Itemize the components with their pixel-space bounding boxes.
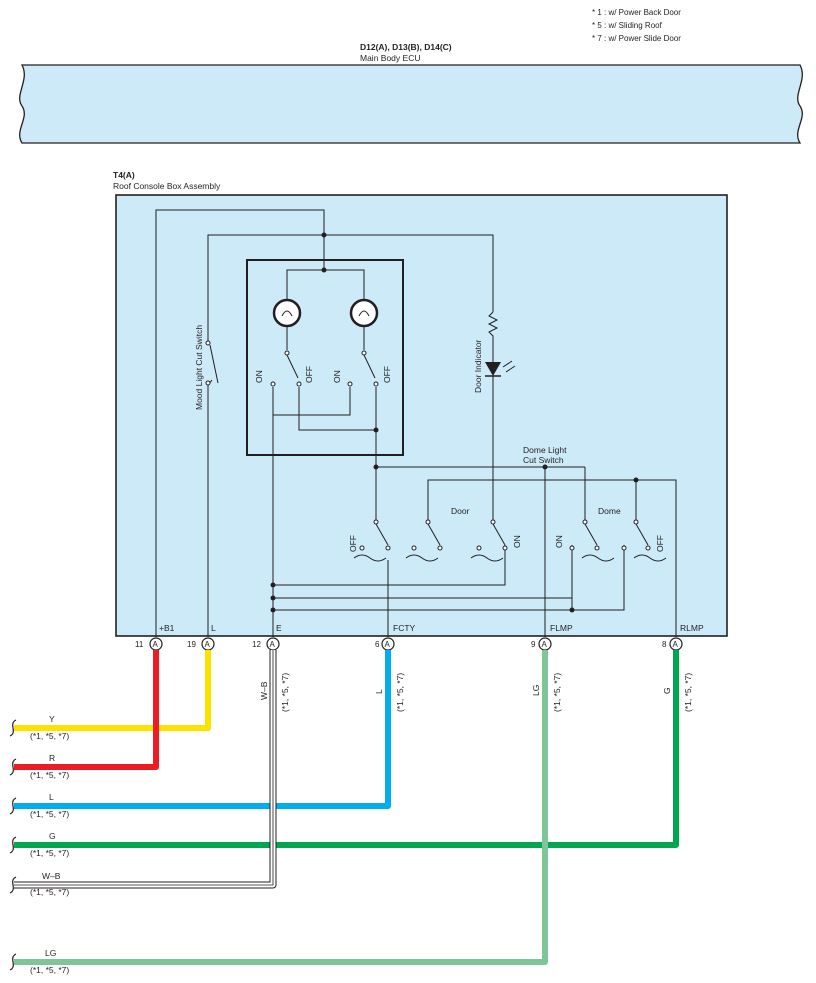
terminal-conn: A	[542, 640, 548, 649]
junction-dots	[270, 232, 639, 613]
dome-cut-switch-label-1: Dome Light	[523, 445, 567, 455]
ecu-body	[19, 64, 803, 144]
harness-y-code: Y	[49, 714, 55, 724]
terminal-6: FCTY 6 A	[375, 623, 416, 651]
terminal-9: FLMP 9 A	[531, 623, 573, 651]
wire-end-brackets	[9, 719, 17, 971]
terminal-name: FCTY	[393, 623, 416, 633]
terminal-pin: 8	[662, 640, 667, 649]
terminal-pin: 12	[252, 640, 261, 649]
assembly-name: Roof Console Box Assembly	[113, 181, 221, 191]
dome-switch-2-icon	[621, 519, 667, 562]
lg-vertical-code: LG	[531, 685, 541, 696]
l-vertical-code: L	[374, 689, 384, 694]
assembly-box	[115, 194, 728, 637]
terminal-name: E	[276, 623, 282, 633]
lamp-left-on-label: ON	[254, 370, 264, 383]
terminal-conn: A	[270, 640, 276, 649]
terminal-pin: 19	[187, 640, 196, 649]
dome-switch-off-label: OFF	[655, 535, 665, 552]
slide-switch-1-icon	[353, 519, 391, 562]
mood-light-switch-label: Mood Light Cut Switch	[194, 325, 204, 410]
terminal-conn: A	[673, 640, 679, 649]
harness-wb-note: (*1, *5, *7)	[30, 887, 69, 897]
door-switch-label: Door	[451, 506, 470, 516]
door-switch-on-label: ON	[512, 535, 522, 548]
lamp-right-off-label: OFF	[382, 366, 392, 383]
terminal-pin: 11	[135, 640, 144, 649]
harness-l-note: (*1, *5, *7)	[30, 809, 69, 819]
harness-g-code: G	[49, 831, 56, 841]
internal-wiring	[155, 209, 677, 637]
harness-lg-note: (*1, *5, *7)	[30, 965, 69, 975]
terminal-pin: 6	[375, 640, 380, 649]
map-light-module	[246, 259, 404, 456]
g-vertical-code: G	[662, 687, 672, 694]
lamp-left-off-label: OFF	[304, 366, 314, 383]
dome-switch-on-label: ON	[554, 535, 564, 548]
door-switch-icon	[470, 519, 508, 562]
wb-vertical-note: (*1, *5, *7)	[280, 673, 290, 712]
harness-l-code: L	[49, 792, 54, 802]
dome-cut-switch-label-2: Cut Switch	[523, 455, 564, 465]
lamp-switch-left-icon	[270, 350, 302, 387]
lg-vertical-note: (*1, *5, *7)	[552, 673, 562, 712]
wb-vertical-code: W–B	[259, 681, 269, 700]
harness-wb-code: W–B	[42, 871, 61, 881]
ecu-name: Main Body ECU	[360, 53, 420, 63]
harness-r-code: R	[49, 753, 55, 763]
harness-labels: Y (*1, *5, *7) R (*1, *5, *7) L (*1, *5,…	[30, 714, 69, 975]
ecu-connectors: D12(A), D13(B), D14(C)	[360, 42, 452, 52]
note-5: * 5 : w/ Sliding Roof	[592, 21, 663, 30]
g-vertical-note: (*1, *5, *7)	[683, 673, 693, 712]
terminal-conn: A	[205, 640, 211, 649]
door-indicator-icon	[485, 311, 516, 377]
terminal-conn: A	[385, 640, 391, 649]
lamp-left-icon	[272, 298, 302, 328]
terminal-name: +B1	[159, 623, 175, 633]
harness-y-note: (*1, *5, *7)	[30, 731, 69, 741]
note-7: * 7 : w/ Power Slide Door	[592, 34, 681, 43]
harness-lg-code: LG	[45, 948, 56, 958]
terminal-8: RLMP 8 A	[662, 623, 704, 651]
mood-light-switch-icon	[205, 340, 219, 386]
lamp-switch-right-icon	[347, 350, 379, 387]
terminal-pin: 9	[531, 640, 536, 649]
harness-r-note: (*1, *5, *7)	[30, 770, 69, 780]
terminal-conn: A	[153, 640, 159, 649]
note-1: * 1 : w/ Power Back Door	[592, 8, 681, 17]
terminal-name: FLMP	[550, 623, 573, 633]
switch1-off-label: OFF	[348, 535, 358, 552]
dome-switch-label: Dome	[598, 506, 621, 516]
harness-g-note: (*1, *5, *7)	[30, 848, 69, 858]
slide-switch-2-icon	[405, 519, 443, 562]
lamp-right-on-label: ON	[332, 370, 342, 383]
terminal-name: RLMP	[680, 623, 704, 633]
door-indicator-label: Door Indicator	[473, 339, 483, 393]
lamp-right-icon	[349, 298, 379, 328]
terminal-name: L	[211, 623, 216, 633]
harness-wires	[14, 650, 679, 965]
dome-switch-1-icon	[569, 519, 615, 562]
l-vertical-note: (*1, *5, *7)	[395, 673, 405, 712]
notes-legend: * 1 : w/ Power Back Door * 5 : w/ Slidin…	[592, 8, 681, 43]
assembly-connector: T4(A)	[113, 170, 135, 180]
